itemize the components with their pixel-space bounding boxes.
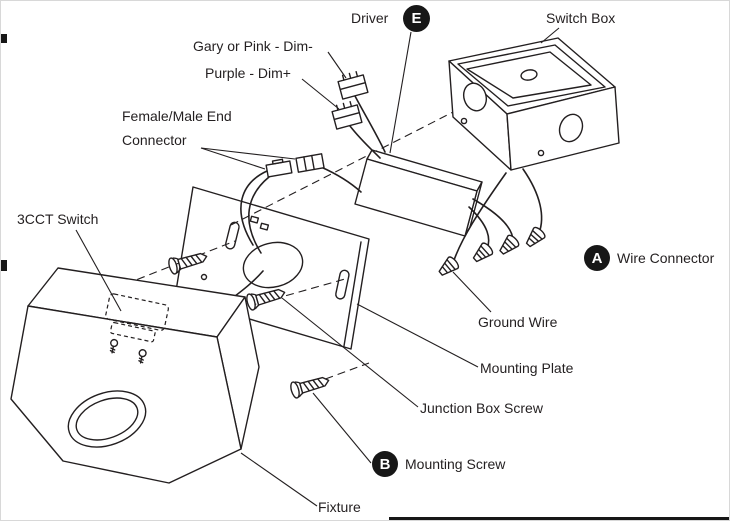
label-cct-switch: 3CCT Switch <box>17 211 99 227</box>
alignment-axis-line <box>230 106 464 226</box>
label-wire-connector: Wire Connector <box>617 250 715 266</box>
label-end-connector-line1: Female/Male End <box>122 108 232 124</box>
mounting-screw-drawing <box>288 371 332 400</box>
label-junction-box-screw: Junction Box Screw <box>420 400 543 416</box>
dim-wire-plugs-drawing <box>331 70 386 159</box>
badge-b: B <box>372 451 398 477</box>
edge-artifact-left-top <box>1 34 7 43</box>
label-mounting-plate: Mounting Plate <box>480 360 574 376</box>
driver-drawing <box>354 149 483 237</box>
edge-artifact-bottom-bar <box>389 517 729 520</box>
edge-artifact-left-mid <box>1 260 7 271</box>
label-ground-wire: Ground Wire <box>478 314 558 330</box>
junction-wires-drawing <box>452 168 543 264</box>
label-dim-wire-purple: Purple - Dim+ <box>205 65 291 81</box>
end-connectors-drawing <box>265 153 362 193</box>
cct-switch-drawing <box>105 293 169 365</box>
leader-lines <box>75 27 560 507</box>
label-fixture: Fixture <box>318 499 361 515</box>
badge-a: A <box>584 245 610 271</box>
label-dim-wire-gray-pink: Gary or Pink - Dim- <box>193 38 313 54</box>
label-mounting-screw: Mounting Screw <box>405 456 506 472</box>
label-driver: Driver <box>351 10 389 26</box>
label-end-connector-line2: Connector <box>122 132 187 148</box>
fixture-drawing <box>10 267 260 484</box>
badge-e: E <box>403 5 430 32</box>
switch-box-drawing <box>448 37 620 171</box>
label-switch-box: Switch Box <box>546 10 616 26</box>
wire-connectors-drawing <box>435 224 548 280</box>
